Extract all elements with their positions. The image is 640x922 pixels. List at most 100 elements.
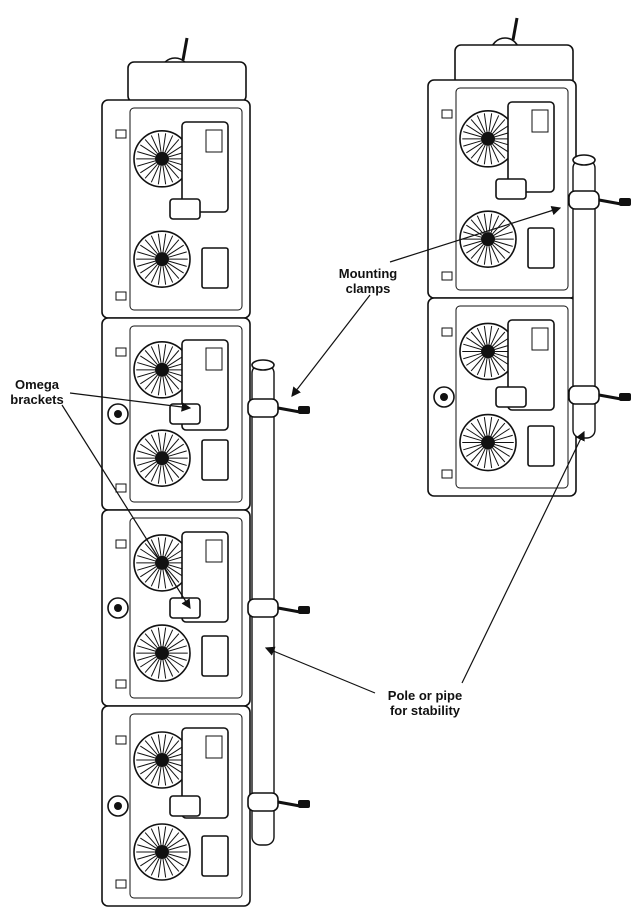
fan-blade xyxy=(167,262,184,274)
fan-blade xyxy=(164,766,174,784)
clamp-knob xyxy=(619,393,631,401)
fan-blade xyxy=(476,245,486,263)
fan-blade xyxy=(137,450,156,457)
fan-blade xyxy=(162,766,167,786)
fan-blade xyxy=(140,244,157,256)
label-omega-brackets: Omega brackets xyxy=(10,377,64,407)
fan-blade xyxy=(157,826,162,846)
fan-blade xyxy=(166,633,180,649)
omega-bracket xyxy=(169,795,201,817)
label-plate xyxy=(115,291,127,301)
fan-blade xyxy=(164,659,174,677)
clamp-bolt xyxy=(181,37,189,61)
fan-blade xyxy=(157,432,162,452)
fan-blade xyxy=(157,376,162,396)
fan-blade xyxy=(137,160,156,167)
label-plate xyxy=(115,735,127,745)
fan-blade xyxy=(470,331,484,347)
label-plate xyxy=(115,347,127,357)
mounting-clamp xyxy=(247,598,310,618)
fan-blade xyxy=(144,139,158,154)
fan-blade xyxy=(470,447,484,463)
fan-blade xyxy=(166,543,180,558)
fan-blade xyxy=(150,346,160,364)
fan-blade xyxy=(168,251,187,258)
fan-grille xyxy=(133,230,191,288)
clamp-band xyxy=(247,598,279,618)
panel-frame xyxy=(129,107,243,311)
fan-blade xyxy=(137,555,156,562)
fan-grille xyxy=(133,823,191,881)
fan-blade xyxy=(490,115,500,133)
clamp-knob xyxy=(298,800,310,808)
small-stack xyxy=(427,17,631,497)
fan-blade xyxy=(137,752,156,759)
fan-grille xyxy=(459,210,517,268)
fan-blade xyxy=(144,163,158,179)
clamp-band xyxy=(568,190,600,210)
fan-hub xyxy=(155,646,169,661)
fan-blade xyxy=(166,764,180,780)
clamp-knob xyxy=(619,198,631,206)
label-plate xyxy=(115,483,127,493)
fan-grille xyxy=(459,110,517,168)
fan-blade xyxy=(167,244,184,256)
fan-blade xyxy=(150,464,160,482)
fan-blade xyxy=(488,113,493,133)
fan-blade xyxy=(488,325,493,345)
fan-blade xyxy=(493,354,510,366)
clamp-band xyxy=(247,398,279,418)
display-window xyxy=(205,735,223,759)
clamp-handle xyxy=(598,198,622,206)
fan-grille xyxy=(133,429,191,487)
fan-blade xyxy=(167,548,184,560)
fan-blade xyxy=(466,124,483,136)
fan-blade xyxy=(144,438,158,454)
fan-blade xyxy=(490,418,500,437)
fan-blade xyxy=(492,119,506,134)
fan-blade xyxy=(166,264,180,279)
fan-blade xyxy=(488,416,493,436)
fan-blade xyxy=(137,645,156,652)
fan-blade xyxy=(463,444,482,451)
fan-blade xyxy=(140,144,157,156)
fan-blade xyxy=(164,736,174,754)
fan-blade xyxy=(162,627,167,647)
fan-blade xyxy=(157,165,162,185)
fan-blade xyxy=(470,219,484,235)
fixture-panel xyxy=(101,705,251,907)
fan-blade xyxy=(144,567,158,583)
fan-hub xyxy=(155,362,169,377)
fan-grille xyxy=(133,624,191,682)
fan-blade xyxy=(150,165,160,183)
fan-blade xyxy=(466,242,483,254)
fan-blade xyxy=(137,362,156,369)
fan-blade xyxy=(137,459,156,466)
fan-blade xyxy=(168,853,187,860)
fan-blade xyxy=(488,245,493,265)
omega-bracket xyxy=(495,386,527,408)
leader-mounting-clamps xyxy=(291,294,371,397)
fan-blade xyxy=(476,357,486,376)
fan-blade xyxy=(166,740,180,756)
fan-blade xyxy=(476,418,486,437)
clamp-bolt xyxy=(511,17,519,41)
display-window xyxy=(205,347,223,371)
label-plate xyxy=(441,109,453,119)
fan-blade xyxy=(140,638,157,650)
clamp-band xyxy=(568,385,600,405)
display-window xyxy=(205,539,223,563)
fan-blade xyxy=(137,853,156,860)
fan-blade xyxy=(164,135,174,153)
fan-blade xyxy=(157,465,162,484)
fan-blade xyxy=(150,265,160,283)
fan-blade xyxy=(166,350,180,365)
fan-blade xyxy=(162,734,167,754)
control-box xyxy=(507,101,555,193)
fan-blade xyxy=(150,375,160,394)
fan-blade xyxy=(166,139,180,154)
fan-blade xyxy=(164,569,174,587)
fan-blade xyxy=(137,251,156,258)
fan-blade xyxy=(466,354,483,366)
stability-pole xyxy=(572,154,596,439)
